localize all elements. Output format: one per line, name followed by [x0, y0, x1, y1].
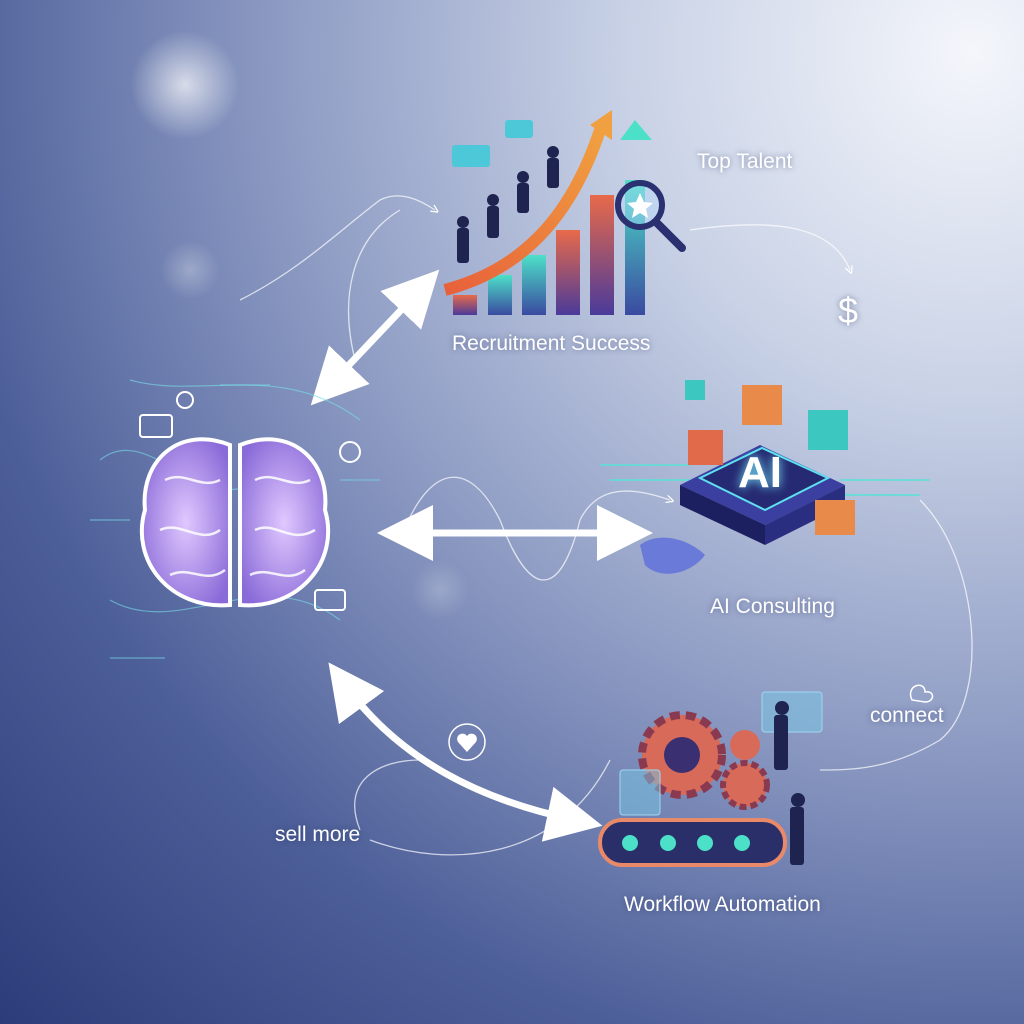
- heart-icon: [448, 723, 486, 761]
- chat-bubble-icon: [452, 145, 490, 167]
- connect-label: connect: [870, 704, 944, 727]
- arrow-brain-workflow: [328, 662, 603, 842]
- workflow-automation-label: Workflow Automation: [624, 893, 821, 916]
- arrow-brain-recruitment: [310, 269, 440, 406]
- bokeh-light: [130, 30, 240, 140]
- ai-consulting-label: AI Consulting: [710, 595, 835, 618]
- brain-icon: [90, 379, 380, 659]
- sell-more-label: sell more: [275, 823, 361, 846]
- ai-chip-text: AI: [738, 448, 782, 497]
- recruitment-chart-icon: [443, 110, 686, 315]
- workflow-icon: [598, 691, 823, 867]
- top-talent-label: Top Talent: [697, 150, 793, 173]
- bokeh-light: [160, 240, 220, 300]
- recruitment-success-label: Recruitment Success: [452, 332, 651, 355]
- handshake-icon: [640, 537, 705, 574]
- ai-chip-icon: [600, 380, 930, 574]
- chat-bubble-icon: [505, 120, 533, 138]
- dollar-icon: $: [838, 290, 859, 331]
- cloud-icon: [909, 684, 934, 703]
- main-arrows: [310, 269, 653, 842]
- bokeh-light: [410, 560, 470, 620]
